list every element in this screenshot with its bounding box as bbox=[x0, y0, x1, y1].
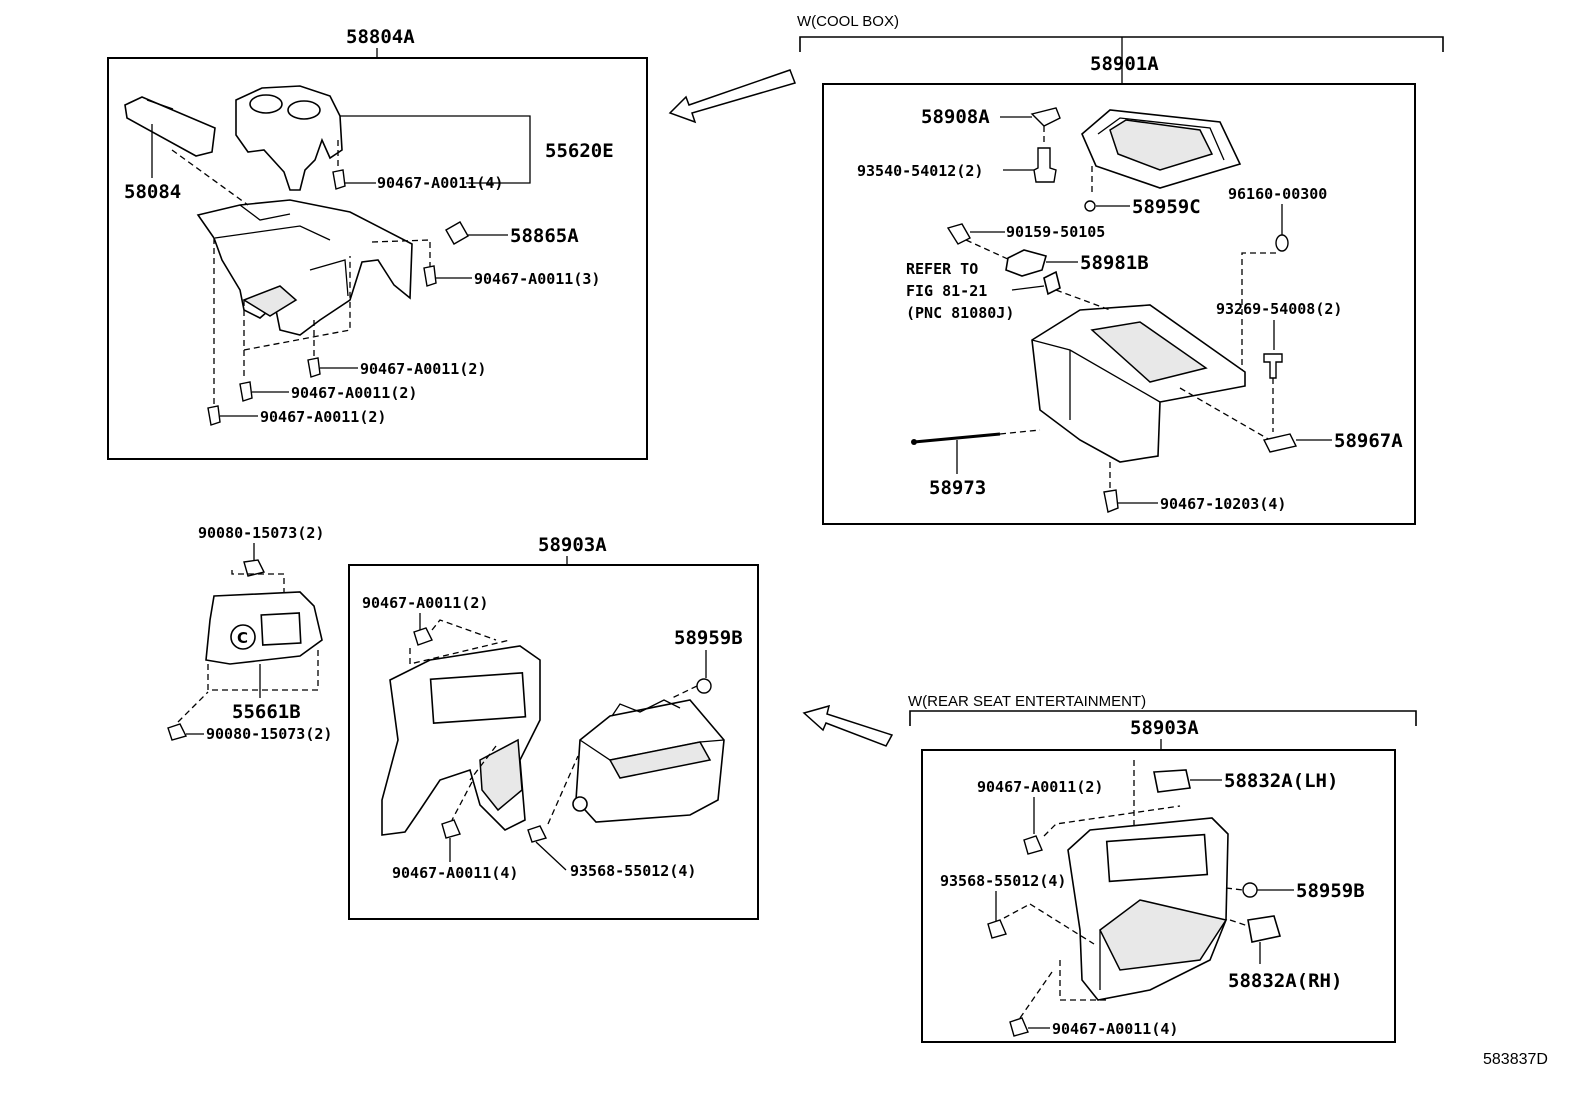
label-55620E: 55620E bbox=[545, 140, 614, 162]
box-58903A-main-title: 58903A bbox=[538, 534, 607, 556]
box-58901A: 58901A 58908A 93540-54012(2) 58959C 9616… bbox=[822, 53, 1416, 525]
box-58903A-main: 58903A 90467-A0011(2) 90467-A0011(4) 589… bbox=[348, 534, 759, 920]
label-58967A: 58967A bbox=[1334, 430, 1403, 452]
armrest-strip bbox=[124, 96, 216, 157]
label-58865A: 58865A bbox=[510, 225, 579, 247]
refer-line-2: FIG 81-21 bbox=[906, 282, 987, 300]
box-58804A-title: 58804A bbox=[346, 26, 415, 48]
label-90467-2a: 90467-A0011(2) bbox=[360, 360, 486, 378]
refer-line-3: (PNC 81080J) bbox=[906, 304, 1014, 322]
arrow-to-58903A bbox=[802, 704, 894, 747]
label-b4-93568: 93568-55012(4) bbox=[940, 872, 1066, 890]
label-90467-3: 90467-A0011(3) bbox=[474, 270, 600, 288]
cool-box-label: W(COOL BOX) bbox=[797, 13, 899, 30]
label-58084: 58084 bbox=[124, 181, 181, 203]
console-body bbox=[196, 199, 413, 336]
box-58901A-title: 58901A bbox=[1090, 53, 1159, 75]
refer-line-1: REFER TO bbox=[906, 260, 978, 278]
label-b3-90467-2: 90467-A0011(2) bbox=[362, 594, 488, 612]
label-58832A-RH: 58832A(RH) bbox=[1228, 970, 1342, 992]
label-90467-2b: 90467-A0011(2) bbox=[291, 384, 417, 402]
label-b3-93568: 93568-55012(4) bbox=[570, 862, 696, 880]
label-96160: 96160-00300 bbox=[1228, 185, 1327, 203]
label-58832A-LH: 58832A(LH) bbox=[1224, 770, 1338, 792]
label-58973: 58973 bbox=[929, 477, 986, 499]
cool-box-group: W(COOL BOX) bbox=[797, 13, 1444, 84]
label-90080a: 90080-15073(2) bbox=[198, 524, 324, 542]
label-93540: 93540-54012(2) bbox=[857, 162, 983, 180]
label-b3-90467-4: 90467-A0011(4) bbox=[392, 864, 518, 882]
rear-seat-group: W(REAR SEAT ENTERTAINMENT) bbox=[908, 693, 1417, 726]
label-93269: 93269-54008(2) bbox=[1216, 300, 1342, 318]
box-58903A-rse-title: 58903A bbox=[1130, 717, 1199, 739]
label-90159: 90159-50105 bbox=[1006, 223, 1105, 241]
label-58959C: 58959C bbox=[1132, 196, 1201, 218]
box-58804A: 58804A 58084 55620E 90467-A0011(4) bbox=[107, 26, 648, 460]
label-b4-58959B: 58959B bbox=[1296, 880, 1365, 902]
label-90467-10203: 90467-10203(4) bbox=[1160, 495, 1286, 513]
box-58903A-rse: 58903A 58832A(LH) 90467-A0011(2) 93568-5… bbox=[921, 717, 1396, 1043]
label-58908A: 58908A bbox=[921, 106, 990, 128]
label-b4-90467-2: 90467-A0011(2) bbox=[977, 778, 1103, 796]
arrow-to-58804A bbox=[668, 69, 796, 124]
figure-id: 583837D bbox=[1483, 1051, 1548, 1068]
label-b4-90467-4: 90467-A0011(4) bbox=[1052, 1020, 1178, 1038]
label-90080b: 90080-15073(2) bbox=[206, 725, 332, 743]
panel-55661B: 90080-15073(2) C 55661B 90080-15073(2) bbox=[167, 524, 332, 743]
label-90467-4: 90467-A0011(4) bbox=[377, 174, 503, 192]
label-b3-58959B: 58959B bbox=[674, 627, 743, 649]
rear-seat-label: W(REAR SEAT ENTERTAINMENT) bbox=[908, 693, 1146, 710]
c-icon: C bbox=[237, 629, 248, 647]
label-55661B: 55661B bbox=[232, 701, 301, 723]
label-90467-2c: 90467-A0011(2) bbox=[260, 408, 386, 426]
label-58981B: 58981B bbox=[1080, 252, 1149, 274]
